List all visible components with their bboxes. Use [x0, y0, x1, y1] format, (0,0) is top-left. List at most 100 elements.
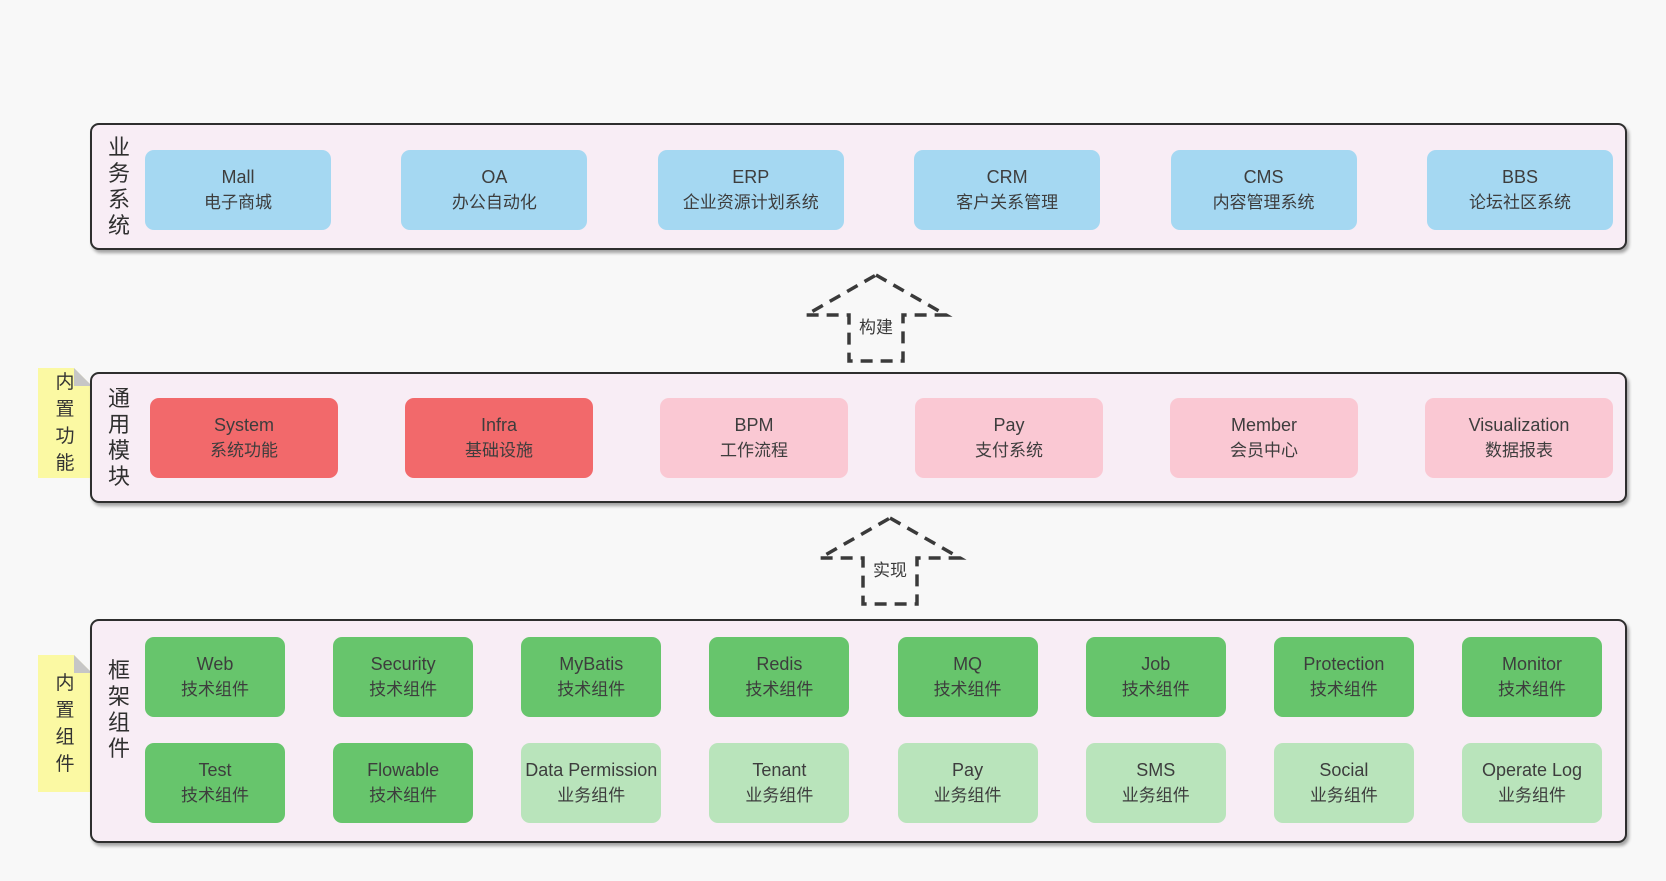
card-desc: 技术组件 [369, 786, 438, 805]
card-name: Pay [952, 760, 984, 780]
card-visualization: Visualization 数据报表 [1425, 398, 1613, 478]
section-framework-components: 框架组件 Web 技术组件 Security 技术组件 MyBatis 技术组件… [90, 619, 1627, 843]
card-data-permission: Data Permission 业务组件 [521, 743, 662, 823]
modules-card-row: System 系统功能 Infra 基础设施 BPM 工作流程 Pay 支付系统… [150, 398, 1613, 478]
sticky-note-text: 内置功能 [55, 372, 75, 474]
card-desc: 工作流程 [720, 441, 788, 460]
card-name: CRM [986, 167, 1028, 187]
card-protection: Protection 技术组件 [1273, 637, 1414, 717]
card-name: Infra [480, 415, 518, 435]
arrow-implement: 实现 [810, 514, 970, 609]
card-erp: ERP 企业资源计划系统 [657, 150, 844, 230]
card-pay: Pay 支付系统 [915, 398, 1103, 478]
card-desc: 技术组件 [1121, 680, 1190, 699]
card-name: Flowable [367, 760, 440, 780]
card-mall: Mall 电子商城 [145, 150, 331, 230]
card-security: Security 技术组件 [333, 637, 474, 717]
components-card-row-1: Web 技术组件 Security 技术组件 MyBatis 技术组件 Redi… [145, 637, 1602, 717]
card-job: Job 技术组件 [1085, 637, 1226, 717]
card-desc: 技术组件 [369, 680, 438, 699]
business-card-row: Mall 电子商城 OA 办公自动化 ERP 企业资源计划系统 CRM 客户关系… [145, 150, 1613, 230]
arrow-implement-label: 实现 [870, 556, 910, 581]
card-infra: Infra 基础设施 [405, 398, 593, 478]
card-desc: 办公自动化 [451, 193, 537, 212]
card-mybatis: MyBatis 技术组件 [521, 637, 662, 717]
card-name: Redis [756, 654, 803, 674]
sticky-note-built-in-features: 内置功能 [38, 368, 92, 478]
card-desc: 内容管理系统 [1212, 193, 1315, 212]
card-desc: 业务组件 [1121, 786, 1190, 805]
components-card-row-2: Test 技术组件 Flowable 技术组件 Data Permission … [145, 743, 1602, 823]
card-cms: CMS 内容管理系统 [1170, 150, 1357, 230]
card-name: ERP [732, 167, 770, 187]
card-desc: 数据报表 [1485, 441, 1553, 460]
card-name: Monitor [1501, 654, 1562, 674]
section-label-common-modules: 通用模块 [107, 385, 130, 489]
card-crm: CRM 客户关系管理 [914, 150, 1101, 230]
card-system: System 系统功能 [150, 398, 338, 478]
card-name: Operate Log [1481, 760, 1583, 780]
card-desc: 技术组件 [557, 680, 626, 699]
dashed-up-arrow-shape [799, 272, 953, 363]
card-name: BPM [734, 415, 774, 435]
card-pay-biz: Pay 业务组件 [897, 743, 1038, 823]
card-bbs: BBS 论坛社区系统 [1426, 150, 1613, 230]
card-desc: 技术组件 [745, 680, 814, 699]
card-name: Pay [993, 415, 1025, 435]
card-social: Social 业务组件 [1273, 743, 1414, 823]
card-name: CMS [1243, 167, 1284, 187]
card-desc: 系统功能 [210, 441, 278, 460]
card-flowable: Flowable 技术组件 [333, 743, 474, 823]
card-name: Security [370, 654, 436, 674]
card-name: MyBatis [559, 654, 624, 674]
card-desc: 技术组件 [1309, 680, 1378, 699]
section-label-business-systems: 业务系统 [107, 134, 130, 238]
card-desc: 会员中心 [1230, 441, 1298, 460]
section-business-systems: 业务系统 Mall 电子商城 OA 办公自动化 ERP 企业资源计划系统 CRM… [90, 123, 1627, 250]
card-bpm: BPM 工作流程 [660, 398, 848, 478]
card-oa: OA 办公自动化 [401, 150, 588, 230]
card-desc: 业务组件 [1497, 786, 1566, 805]
card-desc: 业务组件 [1309, 786, 1378, 805]
card-name: Job [1141, 654, 1171, 674]
card-operate-log: Operate Log 业务组件 [1461, 743, 1602, 823]
card-member: Member 会员中心 [1170, 398, 1358, 478]
card-web: Web 技术组件 [145, 637, 285, 717]
card-name: OA [481, 167, 508, 187]
card-name: Visualization [1468, 415, 1570, 435]
card-test: Test 技术组件 [145, 743, 285, 823]
card-tenant: Tenant 业务组件 [709, 743, 850, 823]
card-desc: 业务组件 [933, 786, 1002, 805]
card-desc: 论坛社区系统 [1468, 193, 1571, 212]
arrow-build-label: 构建 [856, 313, 896, 338]
sticky-note-text: 内置组件 [55, 672, 75, 775]
card-desc: 技术组件 [181, 786, 249, 805]
card-name: Member [1230, 415, 1297, 435]
card-name: Social [1319, 760, 1369, 780]
card-desc: 支付系统 [975, 441, 1043, 460]
card-desc: 业务组件 [557, 786, 626, 805]
card-desc: 基础设施 [465, 441, 533, 460]
card-desc: 客户关系管理 [956, 193, 1059, 212]
card-name: System [213, 415, 274, 435]
section-label-framework-components: 框架组件 [107, 658, 130, 761]
card-name: Tenant [752, 760, 807, 780]
card-desc: 技术组件 [1497, 680, 1566, 699]
card-desc: 技术组件 [933, 680, 1002, 699]
sticky-note-built-in-components: 内置组件 [38, 655, 92, 792]
card-name: MQ [953, 654, 983, 674]
arrow-build: 构建 [796, 271, 956, 366]
dashed-up-arrow-shape [813, 515, 967, 606]
dashed-up-arrow [813, 515, 967, 606]
card-name: Protection [1303, 654, 1385, 674]
card-name: Data Permission [525, 760, 658, 780]
card-redis: Redis 技术组件 [709, 637, 850, 717]
card-sms: SMS 业务组件 [1085, 743, 1226, 823]
card-desc: 电子商城 [204, 193, 272, 212]
card-name: SMS [1136, 760, 1176, 780]
card-name: Mall [221, 167, 255, 187]
card-desc: 业务组件 [745, 786, 814, 805]
card-name: BBS [1501, 167, 1538, 187]
card-desc: 技术组件 [181, 680, 249, 699]
